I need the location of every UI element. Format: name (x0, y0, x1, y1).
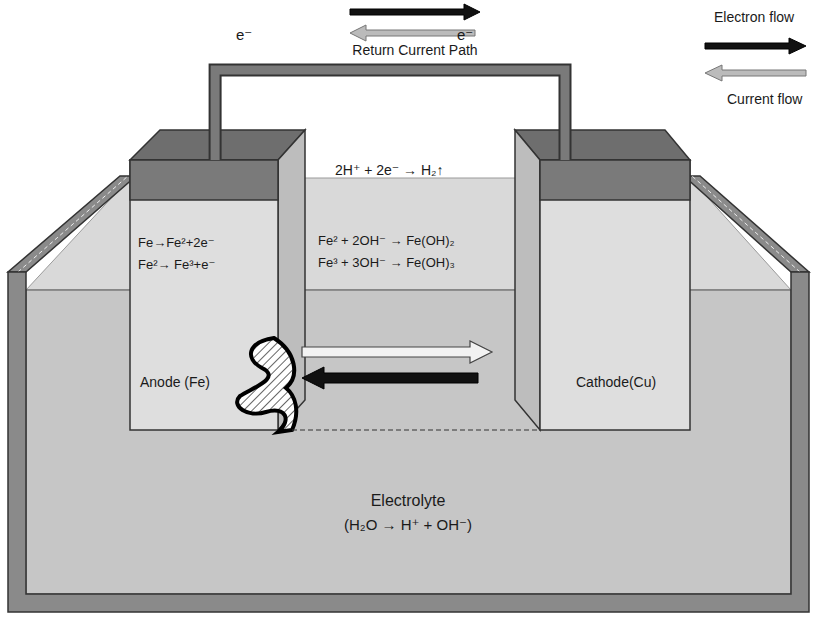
corrosion-pit (237, 338, 296, 432)
electron-arrow (350, 4, 480, 20)
electron-arrow (302, 367, 478, 389)
legend-label: Electron flow (714, 9, 794, 25)
rim-edge (18, 176, 128, 272)
reaction-equation: Fe² + 2OH⁻ → Fe(OH)₂ (318, 234, 455, 249)
node-text: Cathode(Cu) (576, 374, 656, 390)
anode-band (130, 160, 278, 200)
node-text: Fe→Fe²+2e⁻ (138, 236, 215, 251)
reaction-equation: Fe³ + 3OH⁻ → Fe(OH)₃ (318, 256, 455, 271)
node-text: Electrolyte (371, 492, 446, 510)
rim-edge (692, 176, 800, 272)
legend-label: Current flow (727, 91, 802, 107)
current-arrow (302, 341, 492, 363)
legend-electron-arrow (705, 38, 806, 54)
node-text: Fe²→ Fe³+e⁻ (138, 258, 215, 273)
connecting-wire (215, 70, 565, 160)
electrolyte-tank: Electrolyte(H₂O → H⁺ + OH⁻)Fe→Fe²+2e⁻Fe²… (8, 270, 809, 612)
anode-block: Fe→Fe²+2e⁻ Fe²→ Fe³+e⁻ Anode (Fe) (130, 160, 278, 430)
wire-outline (215, 70, 565, 160)
tank-rim (684, 176, 809, 272)
cathode-block: Cathode(Cu) (540, 160, 690, 430)
reaction-equation: 2H⁺ + 2e⁻ → H₂↑ (335, 162, 444, 178)
cathode-side (515, 130, 540, 430)
node-text: Anode (Fe) (140, 374, 210, 390)
node-text: (H₂O → H⁺ + OH⁻) (344, 516, 472, 533)
dashed-line (292, 429, 540, 430)
legend-current-arrow (705, 65, 806, 81)
cathode-band (540, 160, 690, 200)
electron-symbol: e⁻ (236, 26, 252, 43)
electron-symbol: e⁻ (457, 26, 473, 43)
cathode-top (515, 130, 690, 160)
cathode-face (540, 160, 690, 430)
tank-rim (8, 176, 136, 272)
path-label: Return Current Path (352, 42, 477, 58)
current-arrow (350, 25, 475, 41)
